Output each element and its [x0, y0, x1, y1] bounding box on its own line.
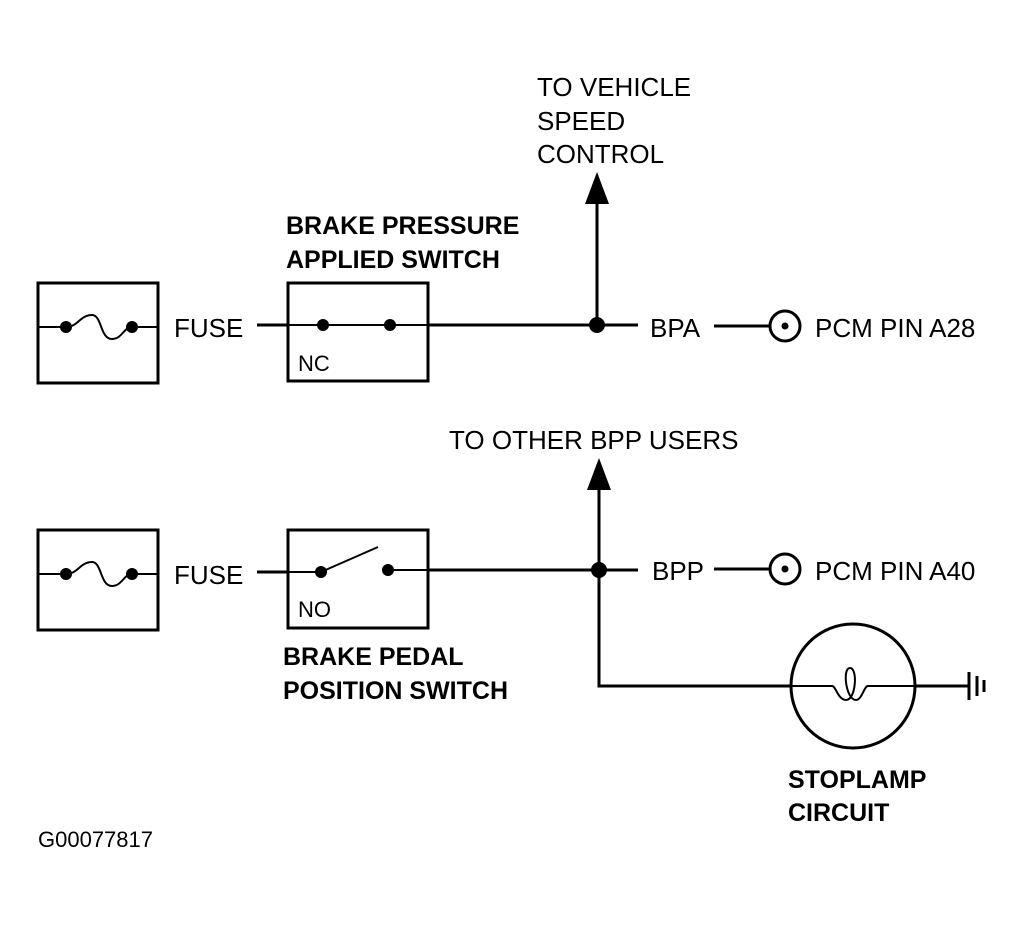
bpa-switch-state: NC [298, 351, 330, 376]
fuse-label-bottom: FUSE [174, 560, 243, 590]
connector-icon-a40 [768, 552, 802, 586]
ground-icon [967, 672, 986, 700]
bpa-signal-label: BPA [650, 313, 701, 343]
fuse-label-top: FUSE [174, 313, 243, 343]
arrow-up-icon-bottom [587, 458, 611, 490]
branch-label-line1: TO VEHICLE [537, 72, 691, 102]
connector-icon-a28 [768, 309, 802, 343]
branch-label-line2: SPEED [537, 106, 625, 136]
branch-label-line3: CONTROL [537, 139, 664, 169]
bpp-signal-label: BPP [652, 556, 704, 586]
fuse-icon-bottom [36, 528, 160, 632]
bpa-switch-title-line1: BRAKE PRESSURE [286, 212, 519, 240]
fuse-icon-top [36, 281, 160, 385]
bpp-users-label: TO OTHER BPP USERS [449, 425, 738, 455]
switch-icon-nc [286, 281, 430, 383]
bpp-switch-state: NO [298, 597, 331, 622]
wire-bpp-to-stoplamp [597, 570, 792, 688]
switch-icon-no [286, 528, 430, 630]
bpp-switch-title-line2: POSITION SWITCH [283, 677, 508, 705]
lamp-icon [789, 622, 917, 750]
stoplamp-title-line1: STOPLAMP [788, 766, 926, 794]
arrow-up-icon-top [585, 172, 609, 204]
pcm-pin-a28-label: PCM PIN A28 [815, 313, 975, 343]
figure-id: G00077817 [38, 827, 153, 852]
bpp-switch-title-line1: BRAKE PEDAL [283, 643, 464, 671]
stoplamp-title-line2: CIRCUIT [788, 799, 889, 827]
bpa-switch-title-line2: APPLIED SWITCH [286, 246, 500, 274]
pcm-pin-a40-label: PCM PIN A40 [815, 556, 975, 586]
